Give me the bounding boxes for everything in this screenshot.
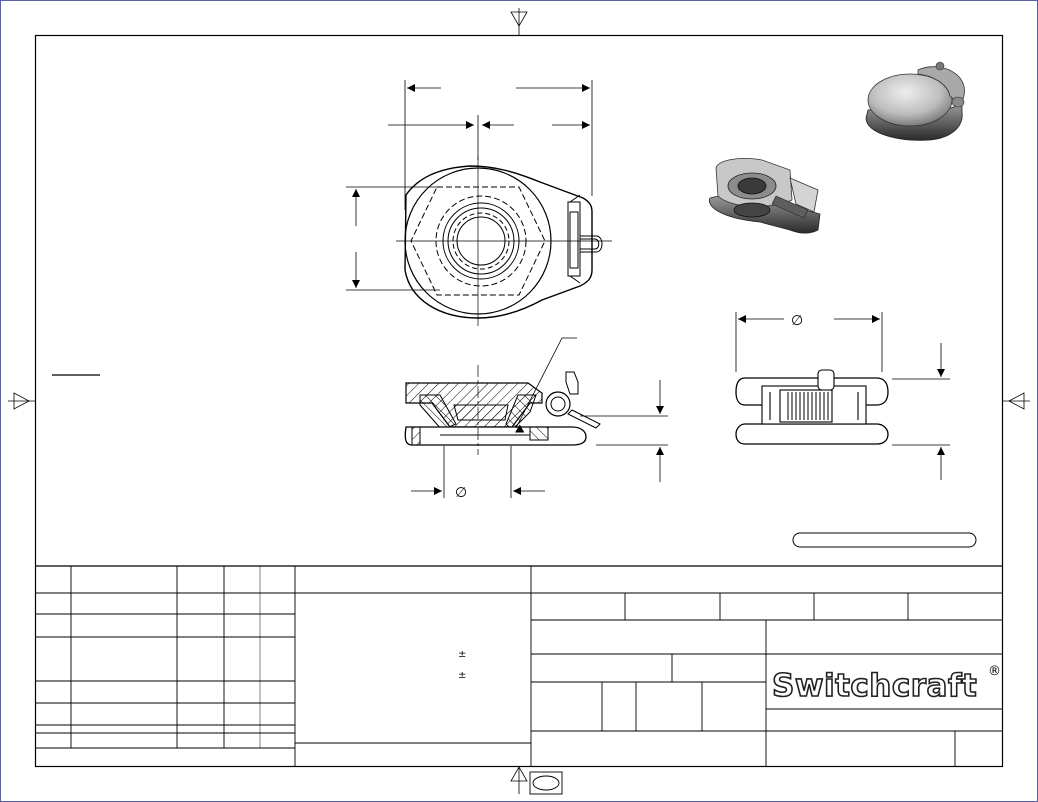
tolerance-plus-minus-2: ± [458, 670, 466, 681]
section-view [404, 365, 601, 455]
part-number-box [792, 532, 977, 548]
sheet-size-box [529, 771, 563, 795]
title-block-grid [35, 565, 1003, 767]
side-view-spring-coils [787, 392, 829, 420]
tolerance-plus-minus-1: ± [458, 649, 466, 660]
section-view-dimensions [411, 337, 668, 498]
side-view [735, 369, 889, 445]
registered-trademark: ® [988, 664, 1001, 679]
isometric-view-open [708, 158, 821, 234]
top-view [396, 156, 612, 326]
company-logo: Switchcraft [772, 668, 977, 704]
sheet-size-oval [532, 775, 560, 791]
top-view-dimensions [346, 80, 593, 291]
side-view-dimensions [735, 312, 950, 480]
side-view-diameter-symbol: ∅ [791, 313, 803, 329]
centering-marks [8, 8, 1030, 794]
section-diameter-symbol: ∅ [455, 485, 467, 501]
isometric-view-top-right [865, 61, 965, 141]
